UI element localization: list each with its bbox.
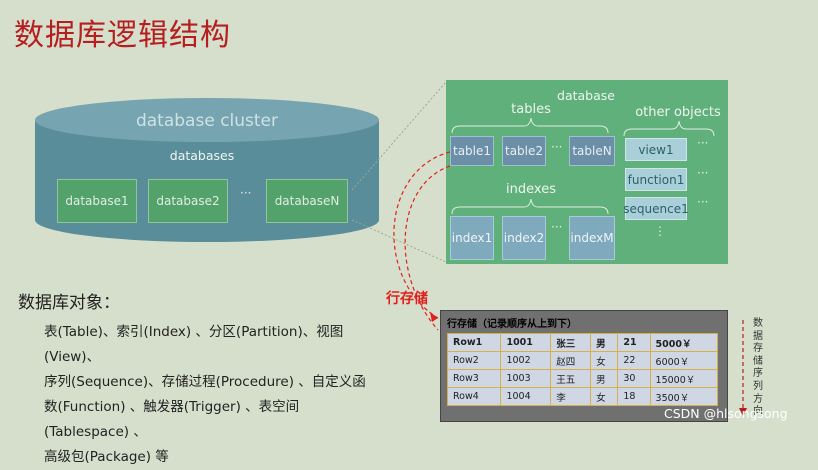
cylinder-top [35, 98, 379, 142]
others-vdots: ⋮ [654, 224, 666, 238]
table-cell: 女 [590, 387, 619, 406]
objects-line-4: 高级包(Package) 等 [44, 449, 169, 465]
objects-text: 表(Table)、索引(Index) 、分区(Partition)、视图(Vie… [44, 320, 384, 470]
objects-line-1: 表(Table)、索引(Index) 、分区(Partition)、视图(Vie… [44, 324, 344, 365]
index-box-2: index2 [502, 216, 546, 260]
table-cell: 1001 [500, 333, 552, 352]
row-store-arrow-1 [393, 151, 451, 319]
table-cell: Row4 [446, 387, 502, 406]
objects-line-2: 序列(Sequence)、存储过程(Procedure) 、自定义函 [44, 374, 366, 390]
indexes-label: indexes [506, 182, 556, 197]
table-box-1: table1 [450, 136, 494, 166]
direction-arrow-head [739, 408, 747, 416]
table-cell: 男 [590, 333, 619, 352]
function-dots: ··· [697, 166, 709, 180]
databases-label: databases [169, 148, 235, 163]
table-cell: 22 [617, 351, 651, 370]
indexes-dots: ··· [551, 220, 563, 234]
objects-heading: 数据库对象： [18, 293, 120, 313]
view-box: view1 [625, 138, 687, 161]
table-cell: 15000￥ [649, 369, 719, 388]
row-store-table: Row1 1001 张三 男 21 5000￥ Row2 1002 赵四 女 2… [446, 333, 719, 406]
database-box-n: databaseN [266, 179, 348, 223]
table-cell: 李 [550, 387, 592, 406]
row-store-table-panel: 行存储（记录顺序从上到下） Row1 1001 张三 男 21 5000￥ Ro… [440, 310, 728, 422]
other-brace [623, 120, 715, 137]
sequence-dots: ··· [697, 195, 709, 209]
table-cell: 1004 [500, 387, 552, 406]
table-box-n: tableN [569, 136, 615, 166]
tables-brace [451, 117, 609, 134]
table-cell: 女 [590, 351, 619, 370]
cluster-label: database cluster [135, 111, 279, 131]
table-row: Row2 1002 赵四 女 22 6000￥ [446, 351, 719, 370]
table-cell: 王五 [550, 369, 592, 388]
table-cell: Row1 [446, 333, 502, 352]
row-store-label: 行存储 [386, 291, 428, 307]
watermark: CSDN @hlsongsong [664, 406, 788, 421]
database-label: database [557, 88, 615, 103]
sequence-box: sequence1 [623, 197, 689, 220]
tables-label: tables [511, 102, 551, 117]
row-store-arrow-2 [404, 165, 451, 331]
table-row: Row1 1001 张三 男 21 5000￥ [446, 333, 719, 352]
table-row: Row4 1004 李 女 18 3500￥ [446, 387, 719, 406]
row-store-table-title: 行存储（记录顺序从上到下） [447, 319, 577, 330]
function-box: function1 [625, 168, 687, 191]
database-box-2: database2 [148, 179, 228, 223]
index-box-1: index1 [450, 216, 494, 260]
table-cell: 张三 [550, 333, 592, 352]
table-box-2: table2 [502, 136, 546, 166]
database-box-1: database1 [57, 179, 137, 223]
table-cell: 21 [617, 333, 651, 352]
objects-line-3: 数(Function) 、触发器(Trigger) 、表空间(Tablespac… [44, 399, 300, 440]
table-cell: 男 [590, 369, 619, 388]
connector-line-bottom [351, 219, 447, 263]
database-dots: ··· [240, 186, 252, 200]
view-dots: ··· [697, 136, 709, 150]
other-objects-label: other objects [635, 105, 721, 120]
table-cell: 6000￥ [649, 351, 719, 370]
table-cell: 30 [617, 369, 651, 388]
storage-direction-label: 数据存储序列方向 [753, 318, 763, 418]
table-cell: 1002 [500, 351, 552, 370]
table-cell: 5000￥ [649, 333, 719, 352]
table-cell: 1003 [500, 369, 552, 388]
table-cell: Row2 [446, 351, 502, 370]
table-cell: Row3 [446, 369, 502, 388]
index-box-m: indexM [569, 216, 615, 260]
table-cell: 3500￥ [649, 387, 719, 406]
tables-dots: ··· [551, 140, 563, 154]
indexes-brace [451, 198, 609, 215]
table-cell: 18 [617, 387, 651, 406]
table-row: Row3 1003 王五 男 30 15000￥ [446, 369, 719, 388]
page-title: 数据库逻辑结构 [14, 18, 231, 53]
arrow-head [430, 312, 438, 322]
table-cell: 赵四 [550, 351, 592, 370]
